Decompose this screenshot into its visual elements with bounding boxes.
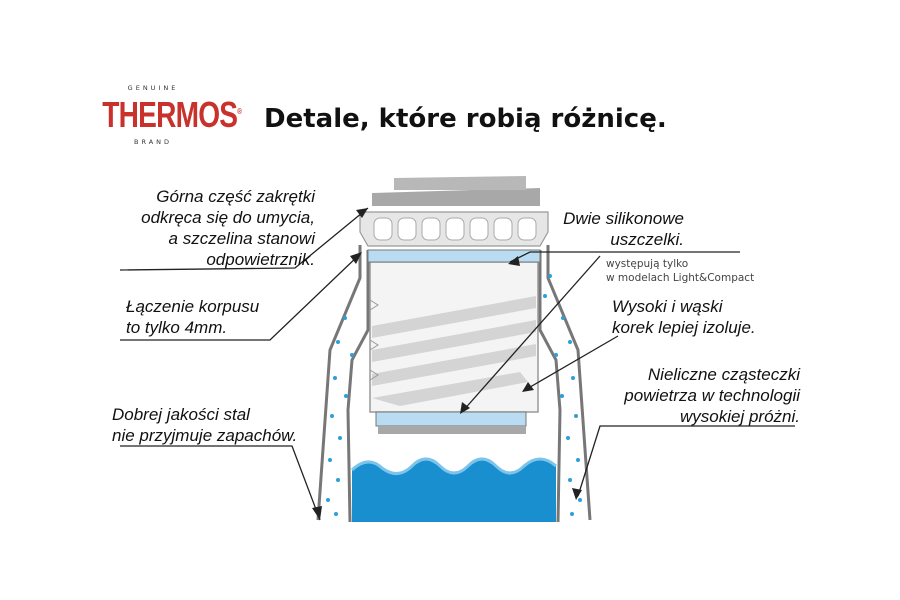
label-joint-line-2: to tylko 4mm. <box>126 318 228 337</box>
cap-grip-slots <box>373 217 537 241</box>
left-vacuum-gap <box>321 250 370 520</box>
logo-brand-subtext: BRAND <box>133 138 173 146</box>
label-vacuum-line-2: powietrza w technologii <box>624 386 800 405</box>
label-cap: Górna część zakrętki odkręca się do umyc… <box>120 186 315 270</box>
leader-joint <box>120 253 361 341</box>
stopper-bottom-plate <box>378 426 526 434</box>
liquid <box>352 459 556 522</box>
page-title: Detale, które robią różnicę. <box>264 104 667 134</box>
upper-silicone-gasket <box>367 249 541 263</box>
arrow-cap <box>356 208 368 218</box>
label-gaskets-line-1: Dwie silikonowe <box>563 209 684 228</box>
label-vacuum-line-1: Nieliczne cząsteczki <box>647 365 800 384</box>
leader-steel <box>120 445 321 521</box>
label-stopper: Wysoki i wąski korek lepiej izoluje. <box>612 296 756 338</box>
label-cap-line-3: a szczelina stanowi <box>168 229 315 248</box>
stopper-left-notches <box>369 299 379 381</box>
label-joint: Łączenie korpusu to tylko 4mm. <box>126 296 259 338</box>
arrow-steel <box>312 506 322 520</box>
label-cap-line-1: Górna część zakrętki <box>156 187 315 206</box>
leader-vacuum <box>577 425 795 497</box>
cap-top-lower-plate <box>372 188 540 206</box>
label-gaskets: Dwie silikonowe uszczelki. <box>560 208 684 250</box>
label-cap-line-2: odkręca się do umycia, <box>141 208 315 227</box>
arrow-vacuum <box>572 488 582 500</box>
label-stopper-line-1: Wysoki i wąski <box>612 297 723 316</box>
label-gaskets-note-line-1: występują tylko <box>606 258 689 270</box>
right-inner-wall <box>538 250 562 523</box>
label-cap-line-4: odpowietrznik. <box>206 250 315 269</box>
logo-genuine-text: GENUINE <box>127 84 179 92</box>
label-steel: Dobrej jakości stal nie przyjmuje zapach… <box>112 404 297 446</box>
label-vacuum-line-3: wysokiej próżni. <box>680 407 800 426</box>
label-vacuum: Nieliczne cząsteczki powietrza w technol… <box>600 364 800 427</box>
label-gaskets-note: występują tylko w modelach Light&Compact <box>606 257 754 285</box>
vacuum-dots <box>326 274 582 516</box>
label-steel-line-2: nie przyjmuje zapachów. <box>112 426 298 445</box>
leader-gaskets-lower <box>461 255 601 413</box>
left-outer-wall <box>316 245 362 521</box>
lower-silicone-gasket <box>375 411 527 427</box>
left-inner-wall <box>346 250 370 523</box>
leader-cap <box>119 207 369 271</box>
arrow-joint <box>350 252 362 264</box>
logo-brand-text: THERMOS® <box>102 94 242 135</box>
leader-stopper <box>524 335 619 391</box>
arrow-gasket-upper <box>508 256 520 266</box>
label-gaskets-note-line-2: w modelach Light&Compact <box>606 272 755 284</box>
label-gaskets-line-2: uszczelki. <box>610 230 684 249</box>
arrow-stopper <box>522 382 534 392</box>
label-steel-line-1: Dobrej jakości stal <box>112 405 250 424</box>
right-outer-wall <box>546 245 592 521</box>
label-joint-line-1: Łączenie korpusu <box>126 297 260 316</box>
cap-top-upper-plate <box>394 176 526 190</box>
thermos-logo: GENUINE THERMOS® BRAND <box>88 80 242 152</box>
label-stopper-line-2: korek lepiej izoluje. <box>612 318 756 337</box>
liquid-highlight <box>350 457 557 475</box>
arrow-gasket-lower <box>460 402 470 414</box>
